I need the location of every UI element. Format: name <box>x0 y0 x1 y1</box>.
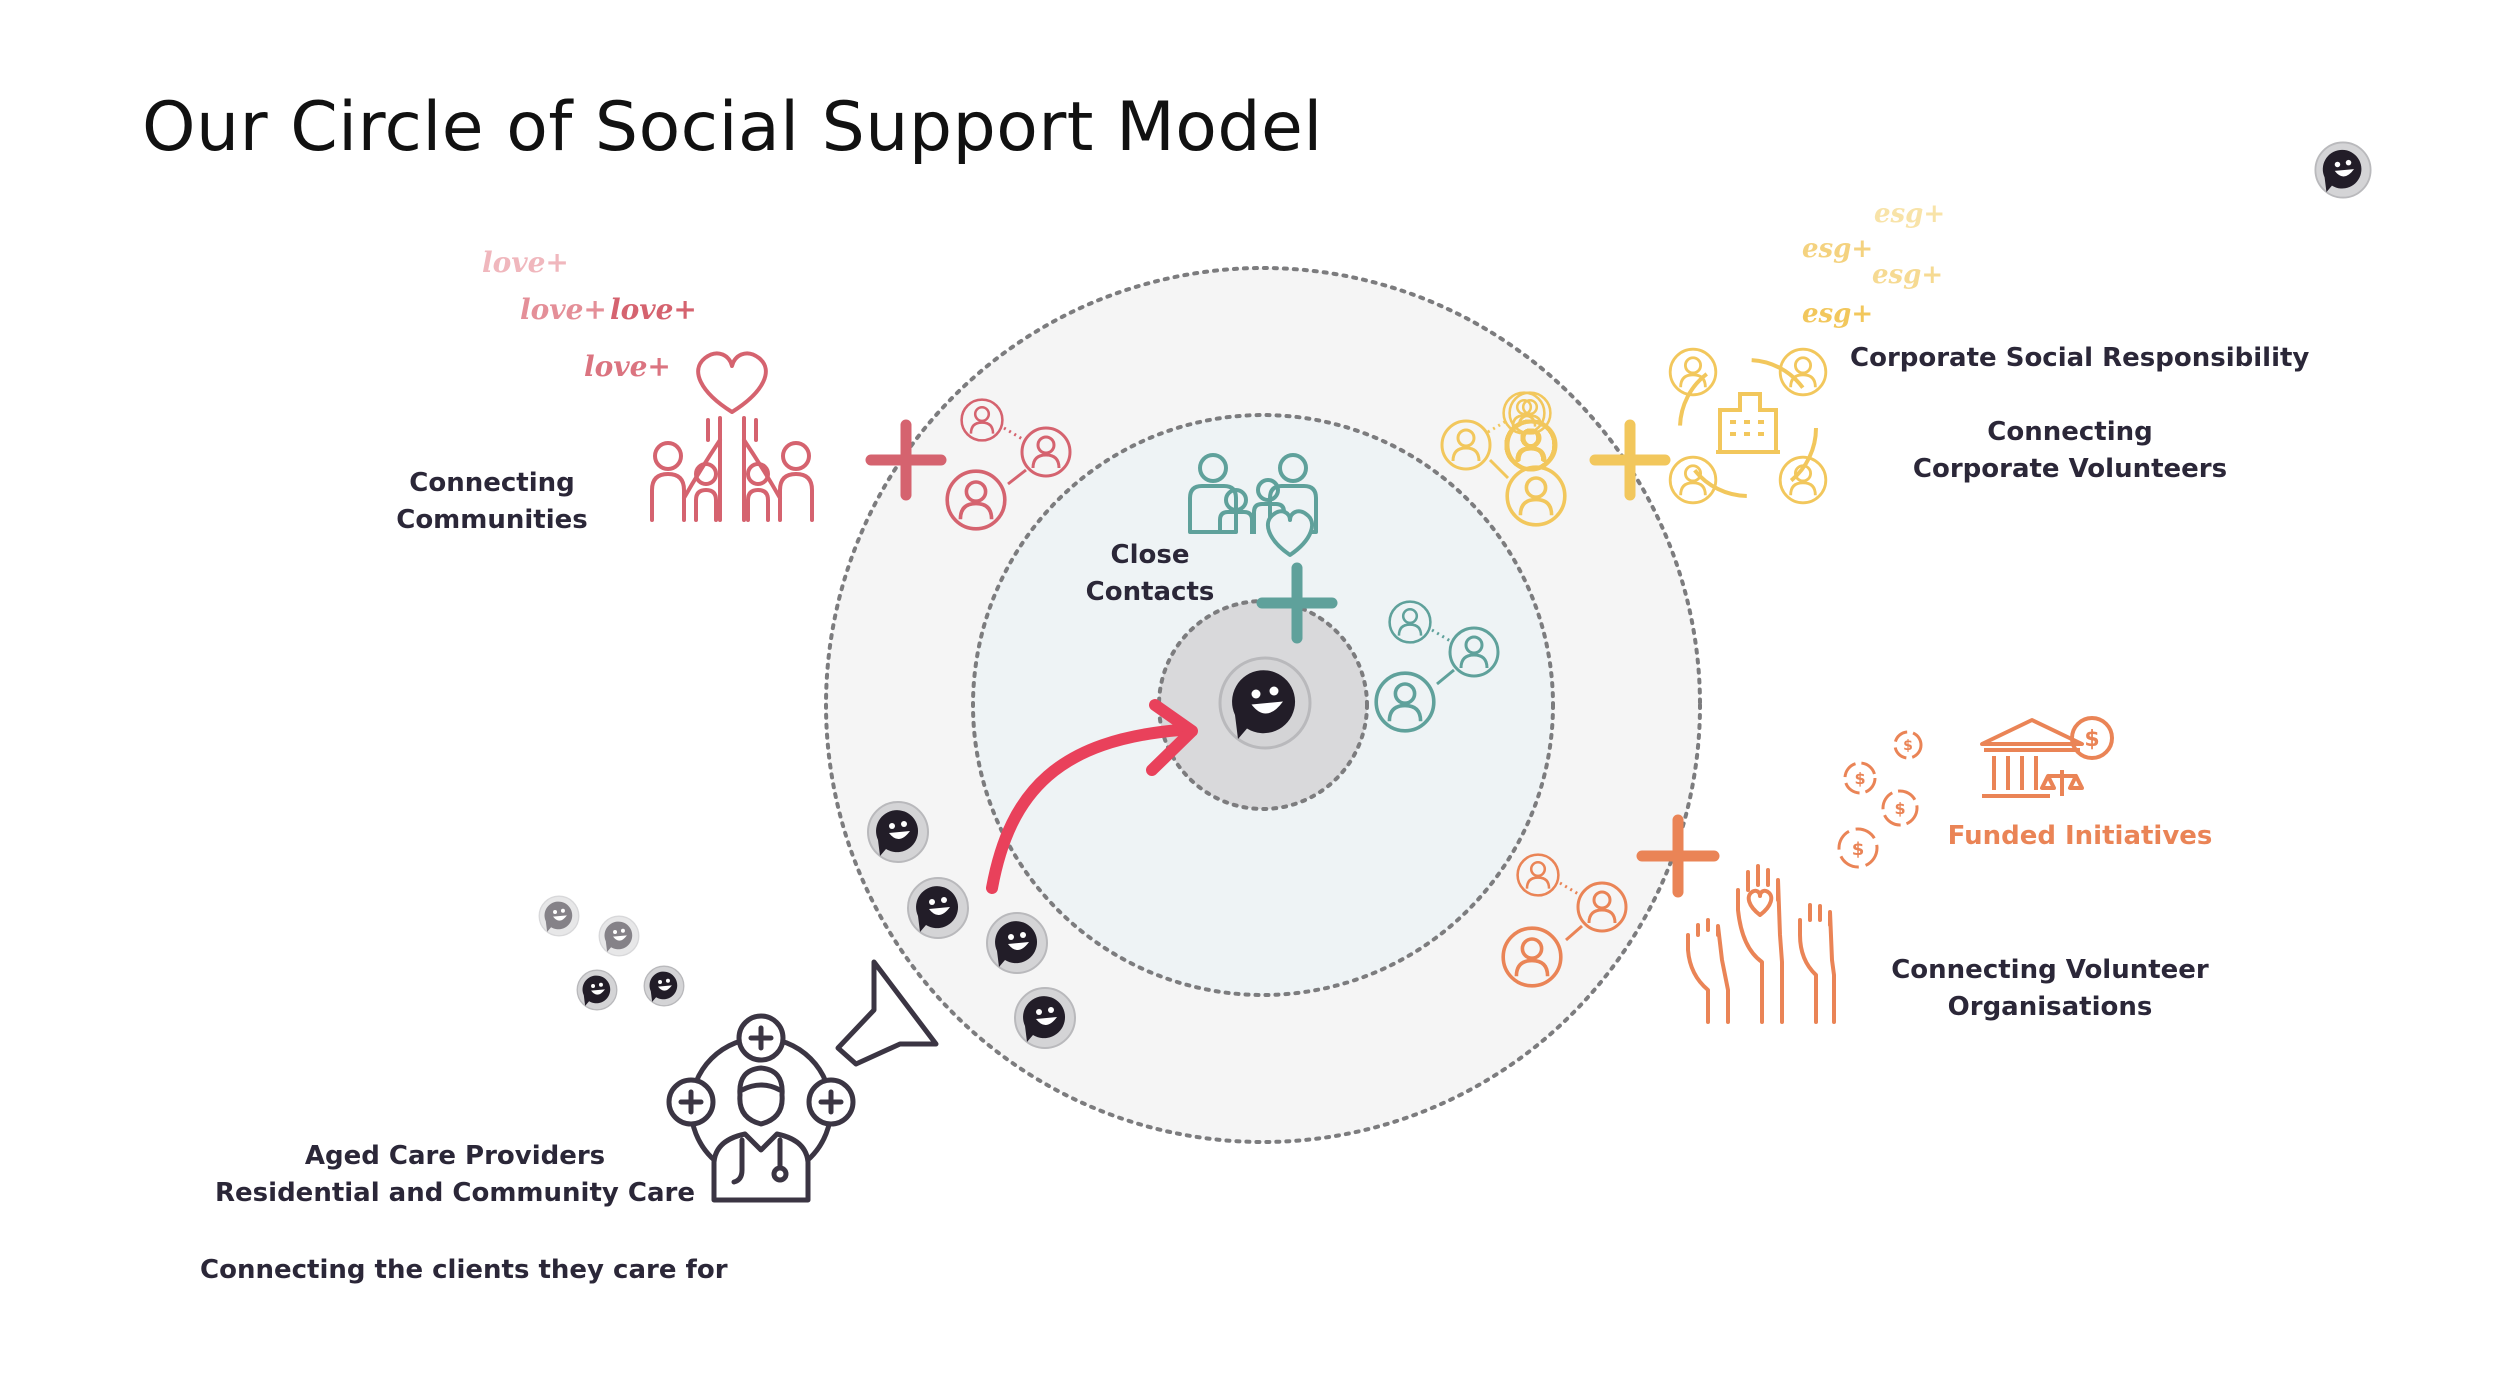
dollar-cycle-icons: $ $ $ $ <box>1837 730 1923 869</box>
svg-text:$: $ <box>1854 769 1865 788</box>
smiley-chat-icon-ring-1 <box>867 801 929 863</box>
label-aged-care-providers: Aged Care Providers Residential and Comm… <box>200 1138 710 1212</box>
smiley-chat-icon-small-3 <box>576 969 618 1011</box>
smiley-chat-icon-ring-2 <box>907 877 969 939</box>
label-aged-care-clients: Connecting the clients they care for <box>200 1255 728 1285</box>
volunteer-orgs-line-1: Connecting Volunteer <box>1891 955 2209 985</box>
label-connecting-communities: Connecting Communities <box>392 465 592 539</box>
close-contacts-line-1: Close <box>1110 540 1190 570</box>
label-corporate-volunteers: Connecting Corporate Volunteers <box>1890 414 2250 488</box>
close-contacts-line-2: Contacts <box>1085 577 1215 607</box>
corporate-building-icon <box>1668 347 1828 505</box>
corporate-volunteers-line-1: Connecting <box>1987 417 2153 447</box>
family-heart-icon <box>1188 453 1318 557</box>
people-network-icon-close <box>1374 600 1500 733</box>
people-network-icon-volunteer <box>1501 853 1628 988</box>
people-network-icon-communities <box>945 398 1072 531</box>
svg-text:love+: love+ <box>482 246 569 279</box>
svg-text:love+: love+ <box>584 350 671 383</box>
bank-icon: $ <box>1980 716 2114 798</box>
label-volunteer-organisations: Connecting Volunteer Organisations <box>1880 952 2220 1026</box>
plus-icon-close-contacts <box>1256 562 1338 644</box>
doctor-icon <box>666 1013 856 1203</box>
label-funded-initiatives: Funded Initiatives <box>1947 821 2213 851</box>
svg-text:esg+: esg+ <box>1802 299 1873 329</box>
svg-text:love+: love+ <box>520 293 607 326</box>
plus-icon-corporate <box>1589 419 1671 501</box>
smiley-chat-icon-top-right <box>2314 141 2372 199</box>
esg-decorations: esg+ esg+ esg+ esg+ <box>1802 199 1945 329</box>
raised-hands-icon <box>1686 864 1836 1024</box>
communities-line-2: Communities <box>396 505 588 535</box>
plus-icon-communities <box>865 419 947 501</box>
corporate-volunteers-line-2: Corporate Volunteers <box>1912 454 2228 484</box>
svg-text:$: $ <box>1852 839 1865 860</box>
svg-text:esg+: esg+ <box>1802 234 1873 264</box>
plus-icon-volunteer <box>1636 814 1720 898</box>
page-title: Our Circle of Social Support Model <box>142 88 1323 167</box>
svg-text:esg+: esg+ <box>1872 260 1943 290</box>
svg-text:$: $ <box>2084 727 2099 752</box>
communities-line-1: Connecting <box>409 468 575 498</box>
volunteer-orgs-line-2: Organisations <box>1947 992 2153 1022</box>
center-smiley-icon <box>1218 656 1312 750</box>
smiley-chat-icon-small-2 <box>598 915 640 957</box>
smiley-chat-icon-small-1 <box>538 895 580 937</box>
svg-text:$: $ <box>1903 738 1913 754</box>
corporate-node-c <box>1487 418 1567 527</box>
heart-community-icon <box>650 351 814 522</box>
label-close-contacts: Close Contacts <box>1070 537 1230 611</box>
smiley-chat-icon-small-4 <box>643 965 685 1007</box>
svg-text:esg+: esg+ <box>1874 199 1945 229</box>
curved-arrow-icon <box>986 699 1198 894</box>
label-csr: Corporate Social Responsibility <box>1850 343 2310 373</box>
aged-care-line-1: Aged Care Providers <box>304 1141 606 1171</box>
smiley-chat-icon-ring-4 <box>1014 987 1076 1049</box>
smiley-chat-icon-ring-3 <box>986 912 1048 974</box>
love-decorations: love+ love+ love+ love+ <box>482 246 697 383</box>
aged-care-line-2: Residential and Community Care <box>215 1178 695 1208</box>
funnel-icon <box>835 959 939 1067</box>
svg-text:love+: love+ <box>610 293 697 326</box>
svg-text:$: $ <box>1894 799 1905 818</box>
